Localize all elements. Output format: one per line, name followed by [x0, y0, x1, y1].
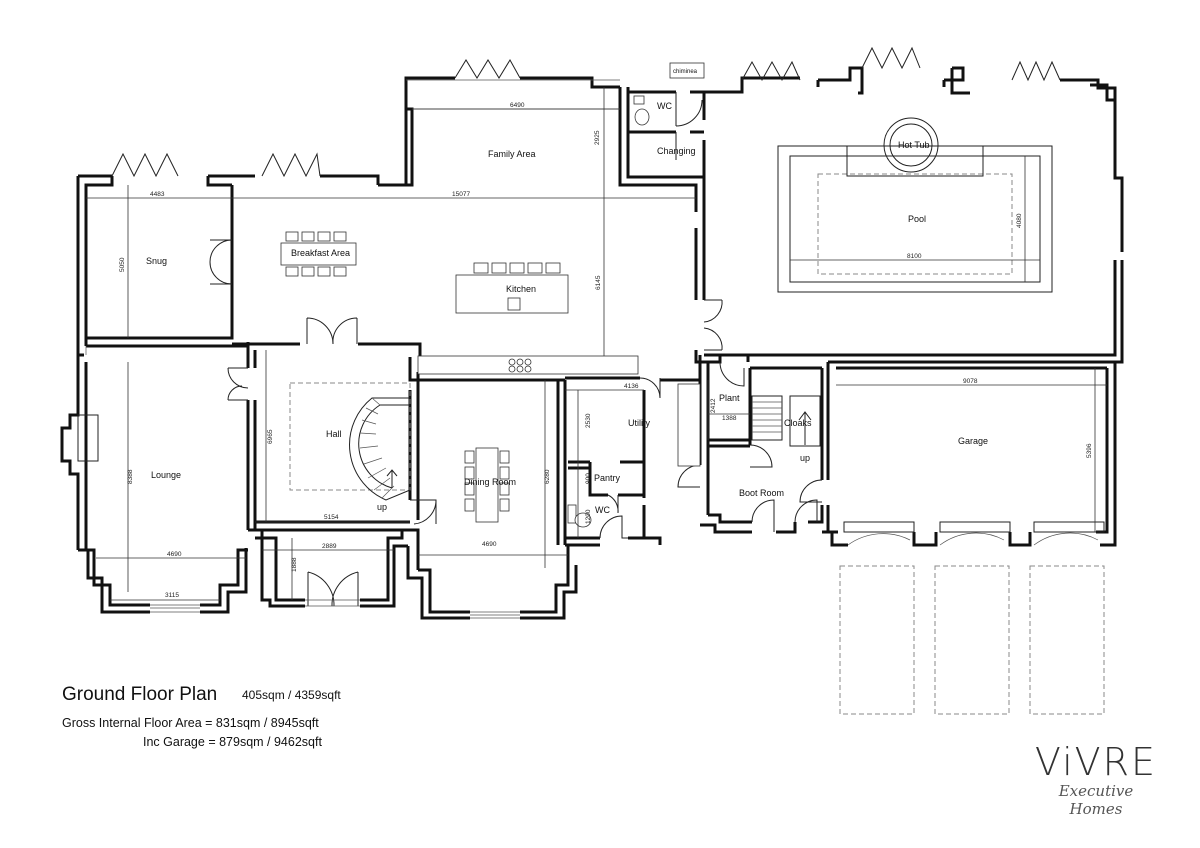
dim-4690-lounge: 4690 — [167, 551, 182, 558]
dim-6490: 6490 — [510, 102, 525, 109]
dim-4136: 4136 — [624, 383, 639, 390]
logo-wordmark: ViVRE — [1034, 740, 1158, 784]
dimension-labels: 6490 2925 4483 15077 5050 6145 4080 8100… — [119, 102, 1093, 599]
label-hall: Hall — [326, 429, 342, 439]
dim-2925: 2925 — [594, 130, 601, 145]
label-breakfast-area: Breakfast Area — [291, 248, 350, 258]
plan-area: 405sqm / 4359sqft — [242, 688, 341, 702]
dim-2412: 2412 — [710, 398, 717, 413]
label-changing: Changing — [657, 146, 696, 156]
label-garage: Garage — [958, 436, 988, 446]
label-wc-top: WC — [657, 101, 672, 111]
label-cloaks: Cloaks — [784, 418, 812, 428]
logo-tagline: Executive Homes — [1058, 782, 1134, 818]
label-kitchen: Kitchen — [506, 284, 536, 294]
dim-900: 900 — [585, 473, 592, 484]
label-dining-room: Dining Room — [464, 477, 516, 487]
label-snug: Snug — [146, 256, 167, 266]
dim-15077: 15077 — [452, 191, 470, 198]
dim-1388: 1388 — [722, 415, 737, 422]
dim-2889: 2889 — [322, 543, 337, 550]
furniture — [77, 62, 1105, 715]
label-family-area: Family Area — [488, 149, 536, 159]
dim-1888: 1888 — [291, 557, 298, 572]
label-boot-room: Boot Room — [739, 488, 784, 498]
dim-5154: 5154 — [324, 514, 339, 521]
dim-8388: 8388 — [127, 469, 134, 484]
label-wc-bottom: WC — [595, 505, 610, 515]
swing-doors — [209, 92, 823, 607]
label-hot-tub: Hot Tub — [898, 140, 930, 150]
label-stair-up-hall: up — [377, 502, 387, 512]
gross-internal-area: Gross Internal Floor Area = 831sqm / 894… — [62, 716, 319, 730]
label-chiminea: chiminea — [673, 69, 698, 75]
label-plant: Plant — [719, 393, 740, 403]
room-labels: Family Area Snug Breakfast Area Kitchen … — [146, 69, 988, 515]
outer-walls — [60, 66, 1124, 620]
dim-6145: 6145 — [595, 275, 602, 290]
dim-5050: 5050 — [119, 257, 126, 272]
inc-garage-area: Inc Garage = 879sqm / 9462sqft — [143, 735, 322, 749]
bifold-doors — [111, 46, 1061, 178]
dim-5396: 5396 — [1086, 443, 1093, 458]
dim-6965: 6965 — [267, 429, 274, 444]
dim-3115: 3115 — [165, 592, 179, 599]
dim-8100: 8100 — [907, 253, 922, 260]
label-utility: Utility — [628, 418, 650, 428]
dim-1200: 1200 — [585, 509, 592, 524]
dim-4080: 4080 — [1016, 213, 1023, 228]
dim-6280: 6280 — [544, 469, 551, 484]
label-stair-up-cloaks: up — [800, 453, 810, 463]
vivre-logo: ViVRE Executive Homes — [1034, 740, 1158, 818]
plan-title: Ground Floor Plan — [62, 684, 218, 705]
label-pool: Pool — [908, 214, 926, 224]
label-lounge: Lounge — [151, 470, 181, 480]
dimension-lines — [86, 87, 1107, 601]
label-pantry: Pantry — [594, 473, 621, 483]
dim-9078: 9078 — [963, 378, 978, 385]
dim-4483: 4483 — [150, 191, 165, 198]
dim-4690-dining: 4690 — [482, 541, 497, 548]
dim-2530: 2530 — [585, 413, 592, 428]
